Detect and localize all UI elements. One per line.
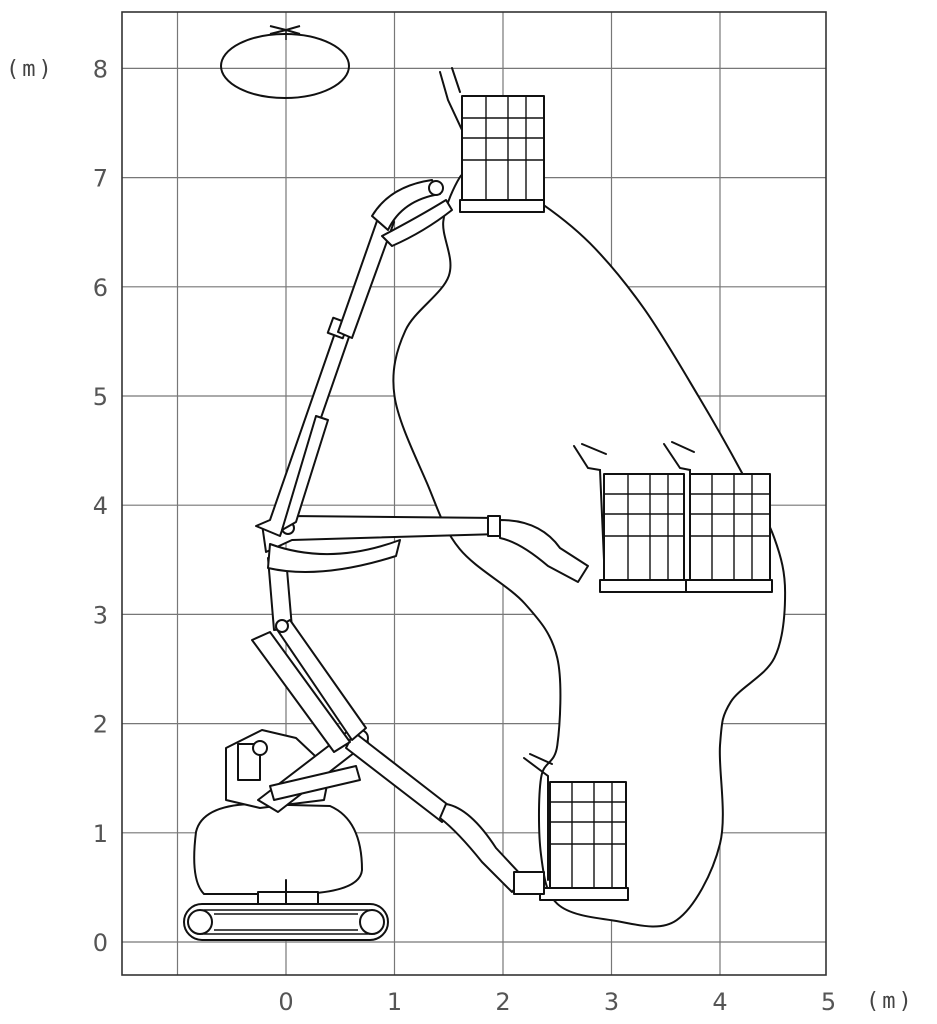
y-tick-label: 2 <box>93 711 108 739</box>
plot-frame <box>121 11 827 976</box>
x-tick-label: 5 <box>821 988 836 1016</box>
platform-mid-right <box>663 441 773 593</box>
x-tick-label: 2 <box>495 988 510 1016</box>
platform-mid-left <box>573 443 687 593</box>
rotation-indicator-icon <box>220 25 350 99</box>
y-tick-label: 8 <box>93 55 108 83</box>
platform-top <box>439 67 545 213</box>
y-tick-label: 5 <box>93 383 108 411</box>
machine-base <box>183 729 389 941</box>
x-tick-label: 1 <box>387 988 402 1016</box>
y-tick-label: 1 <box>93 820 108 848</box>
x-tick-label: 0 <box>278 988 293 1016</box>
platform-low <box>513 753 629 901</box>
riser-mast <box>251 557 367 753</box>
x-tick-label: 3 <box>604 988 619 1016</box>
x-tick-label: 4 <box>712 988 727 1016</box>
y-tick-label: 0 <box>93 929 108 957</box>
y-tick-label: 3 <box>93 601 108 629</box>
y-tick-label: 4 <box>93 492 108 520</box>
y-tick-label: 6 <box>93 274 108 302</box>
main-boom-horizontal <box>261 515 589 583</box>
y-axis-unit: (m) <box>6 57 55 82</box>
main-boom-raised <box>255 179 453 537</box>
x-axis-unit: (m) <box>866 989 915 1014</box>
y-tick-label: 7 <box>93 165 108 193</box>
working-envelope <box>392 173 787 928</box>
x-axis-ticks: 0 1 2 3 4 5 <box>278 988 836 1016</box>
y-axis-ticks: 0 1 2 3 4 5 6 7 8 <box>93 55 108 957</box>
